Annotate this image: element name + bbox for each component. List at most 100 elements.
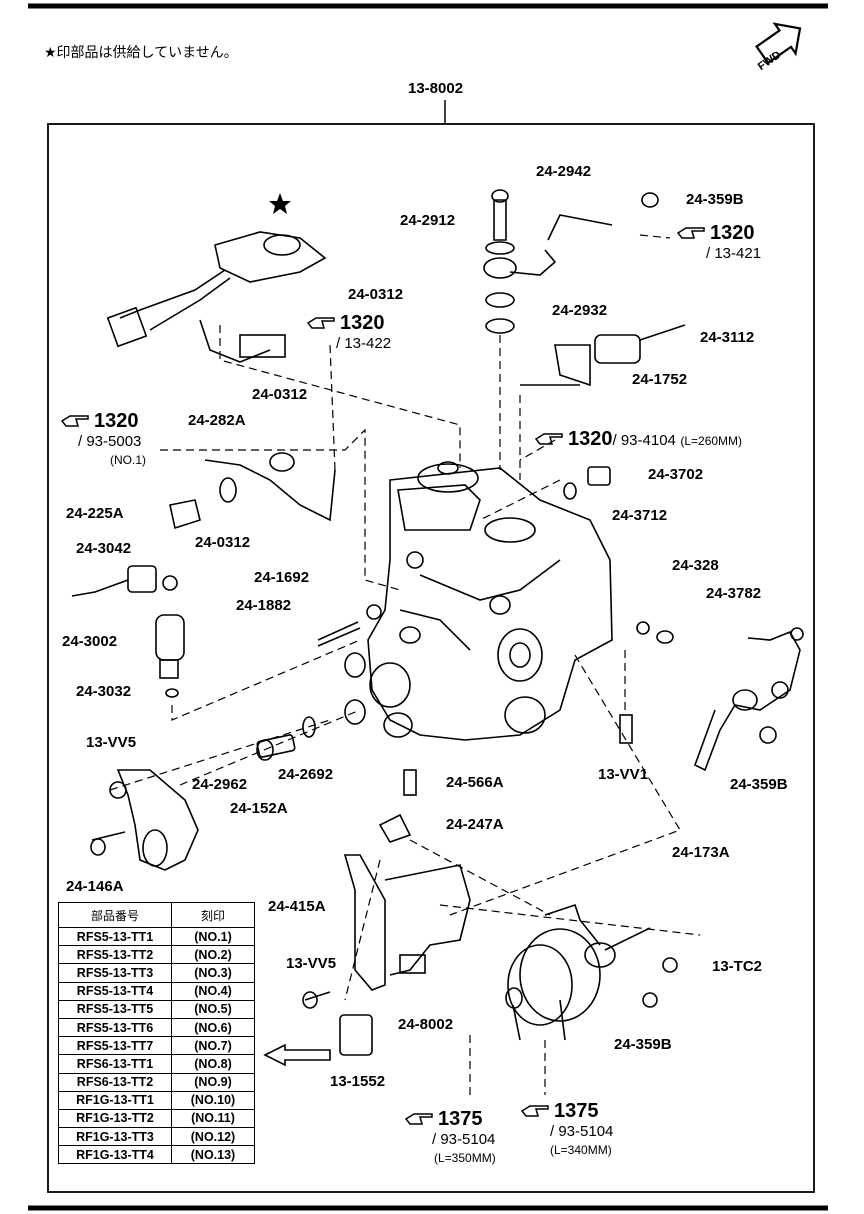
xref-1320-13-421[interactable]: 1320 / 13-421: [676, 222, 761, 263]
part-label-24-282A[interactable]: 24-282A: [188, 412, 246, 429]
part-label-13-VV5[interactable]: 13-VV5: [286, 955, 337, 972]
stamp-number: (NO.8): [171, 1054, 255, 1074]
part-number: RFS6-13-TT2: [58, 1072, 172, 1092]
table-row[interactable]: RF1G-13-TT2(NO.11): [58, 1108, 255, 1129]
table-row[interactable]: RFS5-13-TT3(NO.3): [58, 963, 255, 983]
part-label-24-152A[interactable]: 24-152A: [230, 800, 288, 817]
part-label-24-2942[interactable]: 24-2942: [536, 163, 592, 180]
pointing-hand-icon: [676, 227, 705, 239]
table-row[interactable]: RFS5-13-TT7(NO.7): [58, 1036, 255, 1056]
part-label-13-TC2[interactable]: 13-TC2: [712, 958, 763, 975]
pointing-hand-icon: [534, 433, 563, 445]
part-number: RF1G-13-TT2: [58, 1108, 172, 1129]
part-label-24-359B[interactable]: 24-359B: [686, 191, 744, 208]
xref-page: / 93-5104: [432, 1131, 496, 1148]
stamp-number: (NO.10): [171, 1090, 255, 1110]
table-row[interactable]: RFS5-13-TT4(NO.4): [58, 981, 255, 1001]
xref-page: / 93-5104: [550, 1123, 614, 1140]
part-label-24-566A[interactable]: 24-566A: [446, 774, 504, 791]
xref-number: 1320: [340, 312, 385, 334]
stamp-number: (NO.11): [171, 1108, 255, 1129]
table-row[interactable]: RF1G-13-TT4(NO.13): [58, 1145, 255, 1165]
part-label-24-3042[interactable]: 24-3042: [76, 540, 132, 557]
part-label-24-359B[interactable]: 24-359B: [730, 776, 788, 793]
table-row[interactable]: RFS6-13-TT1(NO.8): [58, 1054, 255, 1074]
table-row[interactable]: RF1G-13-TT3(NO.12): [58, 1127, 255, 1147]
part-number: RFS5-13-TT5: [58, 999, 172, 1019]
part-label-24-2932[interactable]: 24-2932: [552, 302, 608, 319]
header-part-number: 部品番号: [58, 902, 172, 928]
part-label-24-247A[interactable]: 24-247A: [446, 816, 504, 833]
part-label-24-3782[interactable]: 24-3782: [706, 585, 762, 602]
pointing-hand-icon: [404, 1113, 433, 1125]
xref-1320-13-422[interactable]: 1320 / 13-422: [306, 312, 391, 353]
part-label-24-0312[interactable]: 24-0312: [195, 534, 251, 551]
pointing-hand-icon: [520, 1105, 549, 1117]
xref-1375-340mm[interactable]: 1375 / 93-5104 (L=340MM): [520, 1100, 613, 1159]
part-label-13-1552[interactable]: 13-1552: [330, 1073, 386, 1090]
part-label-24-3032[interactable]: 24-3032: [76, 683, 132, 700]
part-number: RFS5-13-TT3: [58, 963, 172, 983]
stamp-number: (NO.6): [171, 1017, 255, 1038]
part-label-24-225A[interactable]: 24-225A: [66, 505, 124, 522]
xref-1320-93-4104[interactable]: 1320/ 93-4104 (L=260MM): [534, 428, 742, 451]
part-label-24-3702[interactable]: 24-3702: [648, 466, 704, 483]
stamp-number: (NO.1): [171, 926, 255, 947]
part-label-24-1752[interactable]: 24-1752: [632, 371, 688, 388]
xref-extra: (NO.1): [110, 453, 146, 467]
part-number: RFS5-13-TT7: [58, 1036, 172, 1056]
assembly-number[interactable]: 13-8002: [408, 80, 464, 97]
part-label-24-2962[interactable]: 24-2962: [192, 776, 248, 793]
part-number: RFS5-13-TT2: [58, 945, 172, 965]
part-number: RFS5-13-TT4: [58, 981, 172, 1001]
part-number-table: 部品番号 刻印 RFS5-13-TT1(NO.1) RFS5-13-TT2(NO…: [58, 902, 255, 1165]
fwd-arrow-icon: [755, 22, 802, 65]
part-label-13-VV1[interactable]: 13-VV1: [598, 766, 649, 783]
stamp-number: (NO.7): [171, 1036, 255, 1056]
xref-1375-350mm[interactable]: 1375 / 93-5104 (L=350MM): [404, 1108, 496, 1167]
xref-page: / 13-422: [336, 335, 392, 352]
part-label-24-328[interactable]: 24-328: [672, 557, 719, 574]
part-label-24-2692[interactable]: 24-2692: [278, 766, 334, 783]
stamp-number: (NO.2): [171, 945, 255, 965]
xref-number: 1320: [568, 428, 613, 450]
part-label-24-415A[interactable]: 24-415A: [268, 898, 326, 915]
part-label-24-1692[interactable]: 24-1692: [254, 569, 310, 586]
star-icon: [269, 193, 291, 214]
part-label-24-173A[interactable]: 24-173A: [672, 844, 730, 861]
xref-page: / 13-421: [706, 245, 762, 262]
part-label-24-3112[interactable]: 24-3112: [700, 329, 755, 346]
table-header-row: 部品番号 刻印: [58, 902, 255, 928]
stamp-number: (NO.9): [171, 1072, 255, 1092]
table-row[interactable]: RFS6-13-TT2(NO.9): [58, 1072, 255, 1092]
part-number: RFS5-13-TT6: [58, 1017, 172, 1038]
table-row[interactable]: RFS5-13-TT2(NO.2): [58, 945, 255, 965]
part-label-24-1882[interactable]: 24-1882: [236, 597, 292, 614]
part-label-24-8002[interactable]: 24-8002: [398, 1016, 454, 1033]
xref-number: 1320: [710, 222, 755, 244]
header-stamp: 刻印: [171, 902, 255, 928]
part-label-24-2912[interactable]: 24-2912: [400, 212, 456, 229]
pointing-hand-icon: [306, 317, 335, 329]
part-number: RF1G-13-TT3: [58, 1127, 172, 1147]
part-label-24-0312[interactable]: 24-0312: [348, 286, 404, 303]
part-label-24-0312[interactable]: 24-0312: [252, 386, 308, 403]
stamp-number: (NO.12): [171, 1127, 255, 1147]
part-label-24-3002[interactable]: 24-3002: [62, 633, 118, 650]
supply-note: ★印部品は供給していません。: [44, 45, 238, 61]
part-label-24-3712[interactable]: 24-3712: [612, 507, 668, 524]
table-row[interactable]: RFS5-13-TT6(NO.6): [58, 1017, 255, 1038]
part-number: RF1G-13-TT1: [58, 1090, 172, 1110]
part-number: RFS6-13-TT1: [58, 1054, 172, 1074]
xref-1320-93-5003[interactable]: 1320 / 93-5003 (NO.1): [60, 410, 146, 469]
table-row[interactable]: RF1G-13-TT1(NO.10): [58, 1090, 255, 1110]
table-row[interactable]: RFS5-13-TT5(NO.5): [58, 999, 255, 1019]
table-row[interactable]: RFS5-13-TT1(NO.1): [58, 926, 255, 947]
part-label-13-VV5[interactable]: 13-VV5: [86, 734, 137, 751]
part-label-24-359B[interactable]: 24-359B: [614, 1036, 672, 1053]
part-label-24-146A[interactable]: 24-146A: [66, 878, 124, 895]
stamp-number: (NO.3): [171, 963, 255, 983]
stamp-number: (NO.13): [171, 1145, 255, 1165]
pointing-hand-icon: [60, 415, 89, 427]
